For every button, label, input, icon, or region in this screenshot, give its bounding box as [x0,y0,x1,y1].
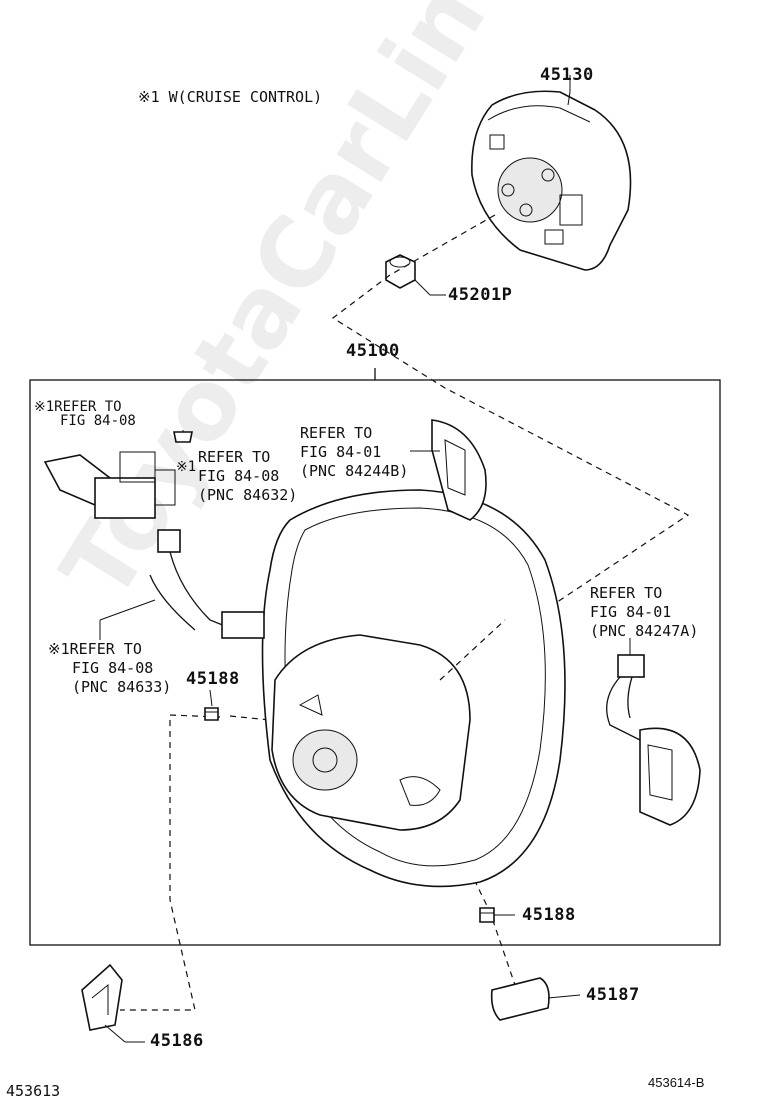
ref3-line1: REFER TO [300,424,373,442]
screw-left-drawing [204,707,219,721]
ref1-line2: FIG 84-08 [60,413,136,429]
ref2-line1: REFER TO [198,448,271,466]
part-45186-label: 45186 [150,1031,204,1051]
ref2-mark: ※1 [176,459,197,475]
ref1-line1: ※1REFER TO [34,399,122,415]
screw-right-drawing [479,907,515,923]
ref2-line3: (PNC 84632) [198,486,298,504]
cruise-control-note: ※1 W(CRUISE CONTROL) [138,88,323,106]
alignment-line-airbag [331,214,690,681]
airbag-drawing [471,75,632,271]
nut-drawing [385,254,446,296]
ref4-line2: FIG 84-01 [590,603,672,621]
steering-wheel-drawing [261,489,566,888]
part-45188-left-label: 45188 [186,669,240,689]
part-45201p-label: 45201P [448,285,513,305]
ref5-line2: FIG 84-08 [72,659,154,677]
ref2-line2: FIG 84-08 [198,467,280,485]
ref4-line3: (PNC 84247A) [590,622,699,640]
alignment-line-left [120,714,221,1011]
ref5-line1: ※1REFER TO [48,640,142,658]
part-45130-label: 45130 [540,65,594,85]
switch-84244b-drawing [410,419,487,521]
cover-right-drawing [490,977,581,1021]
ref5-line3: (PNC 84633) [72,678,172,696]
screw-left-leader [209,689,213,707]
footer-right-code: 453614-B [648,1075,705,1090]
footer-left-code: 453613 [6,1082,61,1100]
part-45188-right-label: 45188 [522,905,576,925]
part-45187-label: 45187 [586,985,640,1005]
cruise-switch-drawing [43,430,265,640]
ref4-line1: REFER TO [590,584,663,602]
ref3-line2: FIG 84-01 [300,443,382,461]
switch-84247a-drawing [606,638,701,826]
part-45100-label: 45100 [346,341,400,361]
ref3-line3: (PNC 84244B) [300,462,409,480]
cover-left-drawing [81,963,145,1043]
